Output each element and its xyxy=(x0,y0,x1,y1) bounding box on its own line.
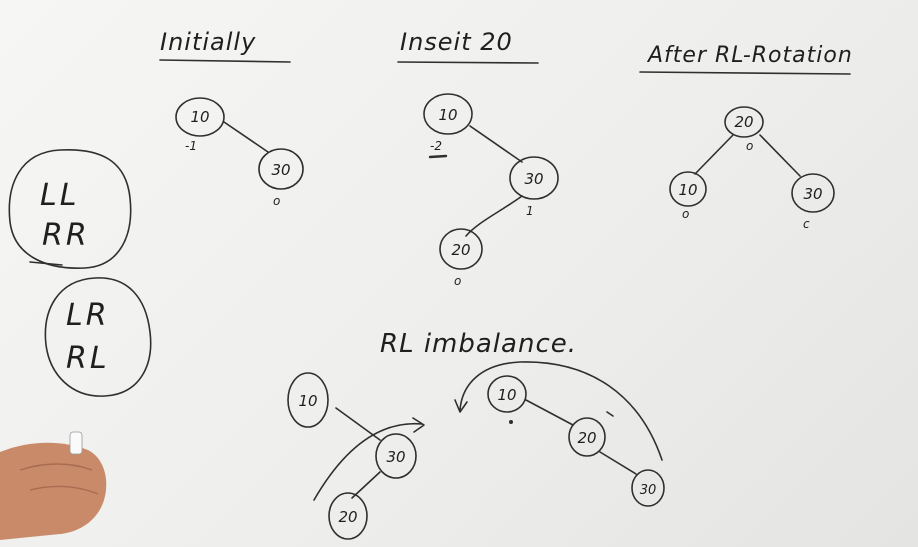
underline xyxy=(29,261,63,266)
rotation-arrow xyxy=(313,422,423,501)
node-label: 10 xyxy=(497,386,516,404)
balance-factor: -1 xyxy=(185,139,197,153)
tick-mark xyxy=(606,411,614,417)
heading-insert-underline xyxy=(397,61,539,64)
marker-icon xyxy=(69,431,83,455)
circle-outline xyxy=(8,149,132,269)
arrow-head xyxy=(412,417,425,433)
rotation-label-rr: RR xyxy=(42,218,90,253)
node-label: 10 xyxy=(298,392,317,410)
edge xyxy=(465,195,523,237)
tree-initially: 10 -1 30 o xyxy=(175,97,304,208)
edge xyxy=(599,451,637,475)
dot-mark xyxy=(509,420,513,424)
tree-node xyxy=(375,433,417,479)
tree-node xyxy=(287,372,329,428)
edge xyxy=(351,471,381,499)
sketch-left: 10 30 20 xyxy=(287,372,425,540)
tree-node xyxy=(328,492,368,540)
tree-node xyxy=(487,375,527,413)
node-label: 20 xyxy=(577,429,596,447)
edge xyxy=(223,121,269,153)
heading-after-underline xyxy=(639,71,851,75)
balance-factor: o xyxy=(454,274,461,288)
node-label: 30 xyxy=(271,161,290,179)
edge xyxy=(525,399,574,426)
presenter-hand xyxy=(0,431,107,540)
node-label: 20 xyxy=(451,241,470,259)
tree-node xyxy=(631,469,665,507)
finger-crease xyxy=(29,485,99,495)
node-label: 10 xyxy=(438,106,457,124)
tree-node xyxy=(439,228,483,270)
finger-crease xyxy=(19,463,93,471)
balance-factor: o xyxy=(746,139,753,153)
heading-initially-underline xyxy=(159,59,291,63)
node-label: 30 xyxy=(803,185,822,203)
rotation-label-lr: LR xyxy=(66,298,110,333)
tree-insert: 10 -2 30 1 20 o xyxy=(423,93,559,288)
node-label: 30 xyxy=(640,483,657,498)
node-label: 20 xyxy=(734,113,753,131)
tree-after-rotation: 20 o 10 o 30 c xyxy=(669,106,835,231)
tree-node xyxy=(423,93,473,135)
balance-factor: 1 xyxy=(526,204,534,218)
tree-node xyxy=(791,173,835,213)
node-label: 30 xyxy=(386,448,405,466)
circle-outline xyxy=(44,277,152,397)
heading-rl-imbalance: RL imbalance. xyxy=(380,329,577,359)
sketch-right: 10 20 30 xyxy=(454,361,665,507)
node-label: 20 xyxy=(338,508,357,526)
edge xyxy=(694,134,734,175)
tree-node xyxy=(669,171,707,207)
balance-factor: o xyxy=(682,207,689,221)
arrow-head xyxy=(454,399,468,413)
rotation-label-rl: RL xyxy=(66,341,110,376)
tree-node xyxy=(724,106,764,138)
rotation-group-single: LL RR xyxy=(8,149,132,269)
heading-insert: Inseit 20 xyxy=(400,28,513,56)
node-label: 30 xyxy=(524,170,543,188)
node-label: 10 xyxy=(678,181,697,199)
bf-underline xyxy=(428,154,448,159)
balance-factor: c xyxy=(803,217,810,231)
rotation-group-double: LR RL xyxy=(44,277,152,397)
heading-after-rotation: After RL-Rotation xyxy=(646,43,853,68)
tree-node xyxy=(509,156,559,200)
balance-factor: o xyxy=(273,194,280,208)
balance-factor: -2 xyxy=(430,139,442,153)
heading-initially: Initially xyxy=(160,28,256,56)
edge xyxy=(759,134,801,177)
tree-node xyxy=(258,148,304,190)
tree-node xyxy=(175,97,225,137)
tree-node xyxy=(568,417,606,457)
edge xyxy=(469,125,523,163)
rotation-label-ll: LL xyxy=(40,178,79,213)
rotation-arrow xyxy=(459,361,663,461)
node-label: 10 xyxy=(190,108,209,126)
